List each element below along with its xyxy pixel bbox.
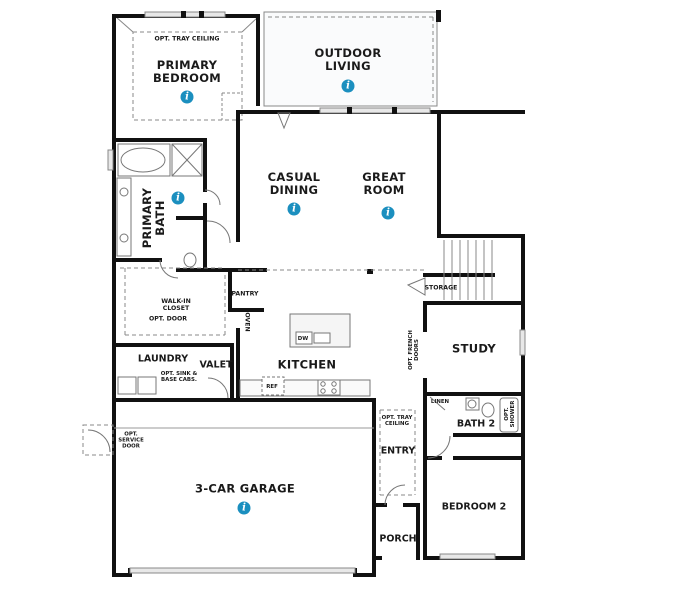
great-room-info-icon[interactable]: i [381, 206, 395, 220]
primary-bedroom-info-icon[interactable]: i [180, 90, 194, 104]
walk-in-closet-label: WALK-IN CLOSET [161, 297, 191, 312]
opt-french-doors-label: OPT. FRENCH DOORS [407, 330, 420, 370]
garage-info-icon[interactable]: i [237, 501, 251, 515]
valet-label: VALET [199, 359, 233, 371]
garage-label: 3-CAR GARAGE [195, 481, 295, 496]
study-label: STUDY [451, 341, 497, 356]
laundry-sink-note: OPT. SINK & BASE CABS. [160, 370, 198, 383]
porch-label: PORCH [379, 533, 417, 545]
linen-label: LINEN [430, 398, 450, 405]
outdoor-living-label: OUTDOOR LIVING [314, 45, 382, 73]
great-room-label: GREAT ROOM [362, 169, 406, 197]
primary-bath-info-icon[interactable]: i [171, 191, 185, 205]
outdoor-living-info-icon[interactable]: i [341, 79, 355, 93]
entry-tray-ceiling-note: OPT. TRAY CEILING [381, 414, 413, 427]
walk-in-closet-door-note: OPT. DOOR [149, 315, 187, 323]
opt-shower-label: OPT. SHOWER [503, 400, 516, 428]
dishwasher-label: DW [297, 335, 309, 342]
laundry-label: LAUNDRY [137, 353, 189, 365]
casual-dining-label: CASUAL DINING [267, 169, 321, 197]
bedroom-2-label: BEDROOM 2 [441, 501, 507, 513]
kitchen-label: KITCHEN [277, 357, 337, 372]
primary-bath-label: PRIMARY BATH [139, 187, 167, 249]
storage-label: STORAGE [424, 284, 458, 292]
oven-label: OVEN [243, 312, 251, 332]
opt-service-door-label: OPT. SERVICE DOOR [118, 431, 144, 451]
pantry-label: PANTRY [231, 290, 259, 298]
refrigerator-label: REF [266, 383, 278, 390]
casual-dining-info-icon[interactable]: i [287, 202, 301, 216]
bath-2-label: BATH 2 [456, 418, 496, 430]
primary-bedroom-tray-ceiling-note: OPT. TRAY CEILING [154, 35, 220, 43]
entry-label: ENTRY [380, 445, 416, 457]
primary-bedroom-label: PRIMARY BEDROOM [152, 57, 222, 85]
